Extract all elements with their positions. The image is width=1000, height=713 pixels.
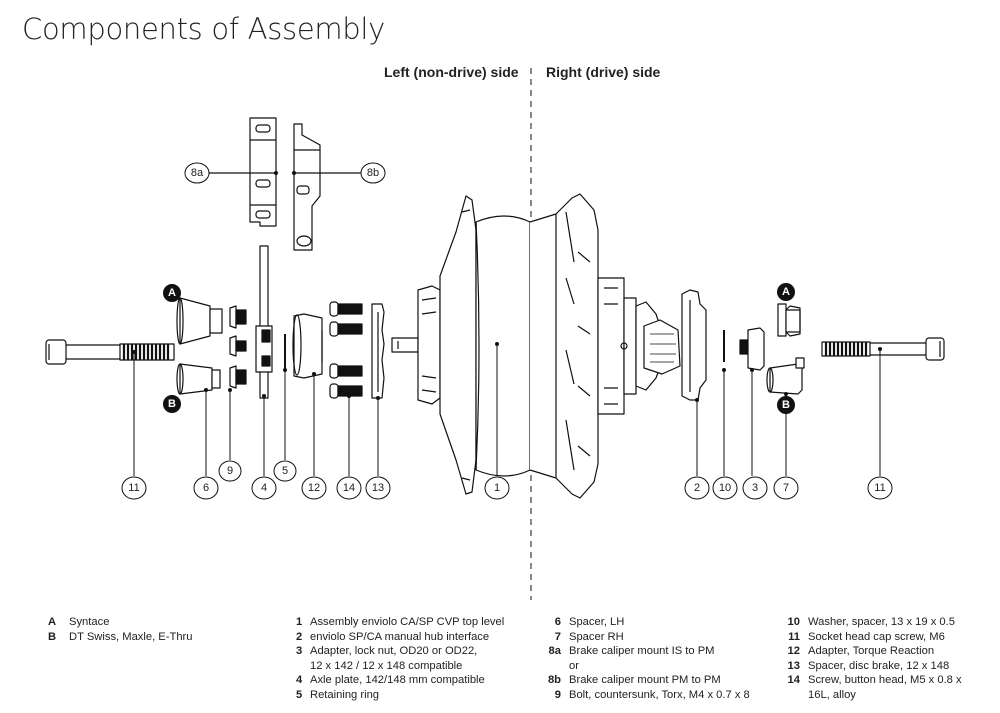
axle-plate-4 <box>255 245 273 399</box>
callout-11-left <box>121 476 147 500</box>
callout-label-6: 6 <box>203 482 209 494</box>
torque-adapter-12 <box>292 313 323 379</box>
spacer-b-left <box>176 363 221 395</box>
callout-5 <box>273 460 297 482</box>
hub-shell-1 <box>391 193 681 499</box>
callout-label-7: 7 <box>783 482 789 494</box>
callout-7 <box>773 476 799 500</box>
right-side-label: Right (drive) side <box>546 64 661 80</box>
legend-row: 16L, alloy <box>808 688 856 701</box>
exploded-assembly-diagram: 8a 8b 11 6 9 4 5 12 14 13 1 2 10 3 7 11 … <box>45 68 945 600</box>
axle-bolt-right <box>821 337 945 361</box>
brake-mount-8b <box>293 123 321 251</box>
callout-label-12: 12 <box>308 482 320 494</box>
badge-label-a-left: A <box>168 287 176 299</box>
legend-row: 12 x 142 / 12 x 148 compatible <box>310 659 463 672</box>
locknut-adapter-3 <box>739 327 765 371</box>
callout-label-8a: 8a <box>191 167 204 179</box>
callout-label-5: 5 <box>282 465 288 477</box>
callout-3 <box>742 476 768 500</box>
callout-9 <box>218 460 242 482</box>
left-side-label: Left (non-drive) side <box>384 64 519 80</box>
hub-interface-2 <box>681 289 707 401</box>
callout-10 <box>712 476 738 500</box>
disc-spacer-13 <box>371 303 385 399</box>
callout-14 <box>336 476 362 500</box>
badge-a-right <box>777 283 795 301</box>
bolts-9 <box>229 305 247 389</box>
badge-b-right <box>777 396 795 414</box>
leader-lines <box>133 344 881 476</box>
page-title: Components of Assembly <box>22 12 386 46</box>
callout-label-11-right: 11 <box>874 482 885 494</box>
spacer-b-right <box>766 357 805 395</box>
badge-a-left <box>163 284 181 302</box>
callout-label-11-left: 11 <box>128 482 139 494</box>
callout-label-2: 2 <box>694 482 700 494</box>
badge-b-left <box>163 395 181 413</box>
callout-label-4: 4 <box>261 482 267 494</box>
callout-label-14: 14 <box>343 482 355 494</box>
spacer-a-right <box>777 303 801 337</box>
axle-bolt-left <box>45 339 175 365</box>
screws-14 <box>329 301 363 399</box>
callout-11-right <box>867 476 893 500</box>
badge-label-a-right: A <box>782 286 790 298</box>
callout-6 <box>193 476 219 500</box>
callout-8b <box>360 162 386 184</box>
callout-12 <box>301 476 327 500</box>
callout-1 <box>484 476 510 500</box>
badge-label-b-left: B <box>168 398 176 410</box>
callout-13 <box>365 476 391 500</box>
callout-label-8b: 8b <box>367 167 379 179</box>
brake-mount-8a <box>249 117 277 227</box>
callout-4 <box>251 476 277 500</box>
callout-label-13: 13 <box>372 482 384 494</box>
leader-dots <box>132 342 882 402</box>
callout-label-1: 1 <box>494 482 500 494</box>
callout-label-3: 3 <box>752 482 758 494</box>
callout-label-10: 10 <box>719 482 731 494</box>
callout-label-9: 9 <box>227 465 233 477</box>
callout-8a <box>184 162 210 184</box>
legend-row: or <box>569 659 579 672</box>
badge-label-b-right: B <box>782 399 790 411</box>
spacer-a-left <box>176 297 223 345</box>
callout-2 <box>684 476 710 500</box>
